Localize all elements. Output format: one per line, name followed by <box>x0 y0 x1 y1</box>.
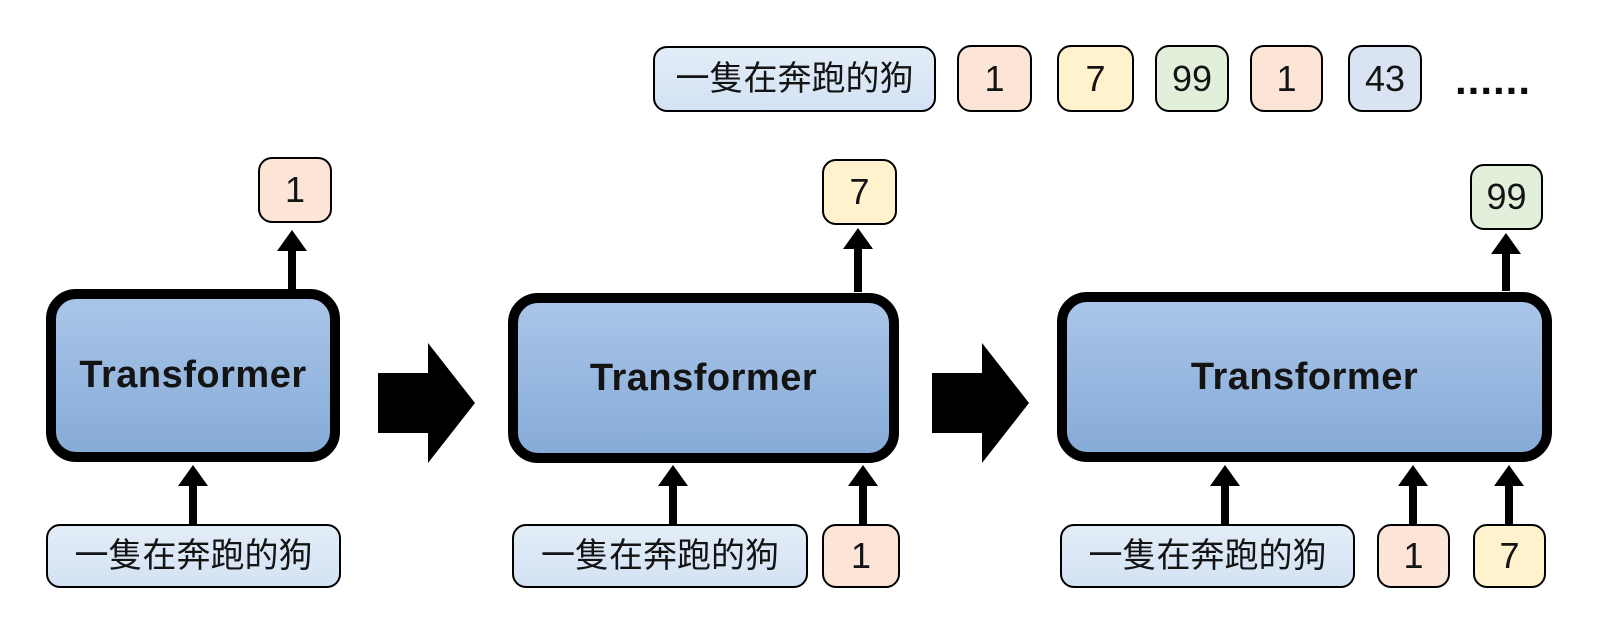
step3-input-prompt-box: 一隻在奔跑的狗 <box>1060 524 1355 588</box>
step3-input-token-2: 7 <box>1473 524 1546 588</box>
arrow-head <box>982 343 1029 463</box>
arrow-head <box>658 465 688 486</box>
step2-input-prompt-box: 一隻在奔跑的狗 <box>512 524 808 588</box>
step2-input-arrow-prompt-icon <box>658 465 688 524</box>
step3-input-arrow-token2-icon <box>1494 465 1524 524</box>
step1-input-arrow-icon <box>178 465 208 524</box>
arrow-shaft <box>1409 486 1417 524</box>
step3-input-arrow-token1-icon <box>1398 465 1428 524</box>
ellipsis-dots: ...... <box>1455 56 1532 104</box>
top-sequence-token-3: 99 <box>1155 45 1229 112</box>
step2-input-arrow-token-icon <box>848 465 878 524</box>
top-sequence-token-5: 43 <box>1348 45 1422 112</box>
step3-output-arrow-icon <box>1491 233 1521 291</box>
arrow-head <box>277 230 307 251</box>
arrow-shaft <box>288 251 296 290</box>
arrow-shaft <box>378 373 429 433</box>
next-step-arrow-icon-2 <box>932 343 1029 463</box>
arrow-shaft <box>859 486 867 524</box>
arrow-head <box>848 465 878 486</box>
top-sequence-token-2: 7 <box>1057 45 1134 112</box>
next-step-arrow-icon-1 <box>378 343 475 463</box>
step1-output-token: 1 <box>258 157 332 223</box>
arrow-head <box>843 228 873 249</box>
step1-transformer-block: Transformer <box>46 289 340 462</box>
arrow-shaft <box>1221 486 1229 524</box>
arrow-shaft <box>1502 254 1510 291</box>
top-sequence-token-4: 1 <box>1250 45 1323 112</box>
step2-output-arrow-icon <box>843 228 873 292</box>
top-sequence-prompt-box: 一隻在奔跑的狗 <box>653 46 936 112</box>
step3-input-token-1: 1 <box>1377 524 1450 588</box>
step1-output-arrow-icon <box>277 230 307 290</box>
step2-input-token-1: 1 <box>822 524 900 588</box>
arrow-head <box>428 343 475 463</box>
step2-transformer-block: Transformer <box>508 293 899 463</box>
arrow-shaft <box>1505 486 1513 524</box>
arrow-head <box>178 465 208 486</box>
step2-output-token: 7 <box>822 159 897 225</box>
arrow-shaft <box>932 373 983 433</box>
step3-input-arrow-prompt-icon <box>1210 465 1240 524</box>
arrow-head <box>1491 233 1521 254</box>
step3-output-token: 99 <box>1470 164 1543 230</box>
step3-transformer-block: Transformer <box>1057 292 1552 462</box>
step1-input-prompt-box: 一隻在奔跑的狗 <box>46 524 341 588</box>
top-sequence-token-1: 1 <box>957 45 1032 112</box>
arrow-head <box>1398 465 1428 486</box>
arrow-shaft <box>669 486 677 524</box>
arrow-shaft <box>854 249 862 292</box>
arrow-shaft <box>189 486 197 524</box>
arrow-head <box>1494 465 1524 486</box>
arrow-head <box>1210 465 1240 486</box>
